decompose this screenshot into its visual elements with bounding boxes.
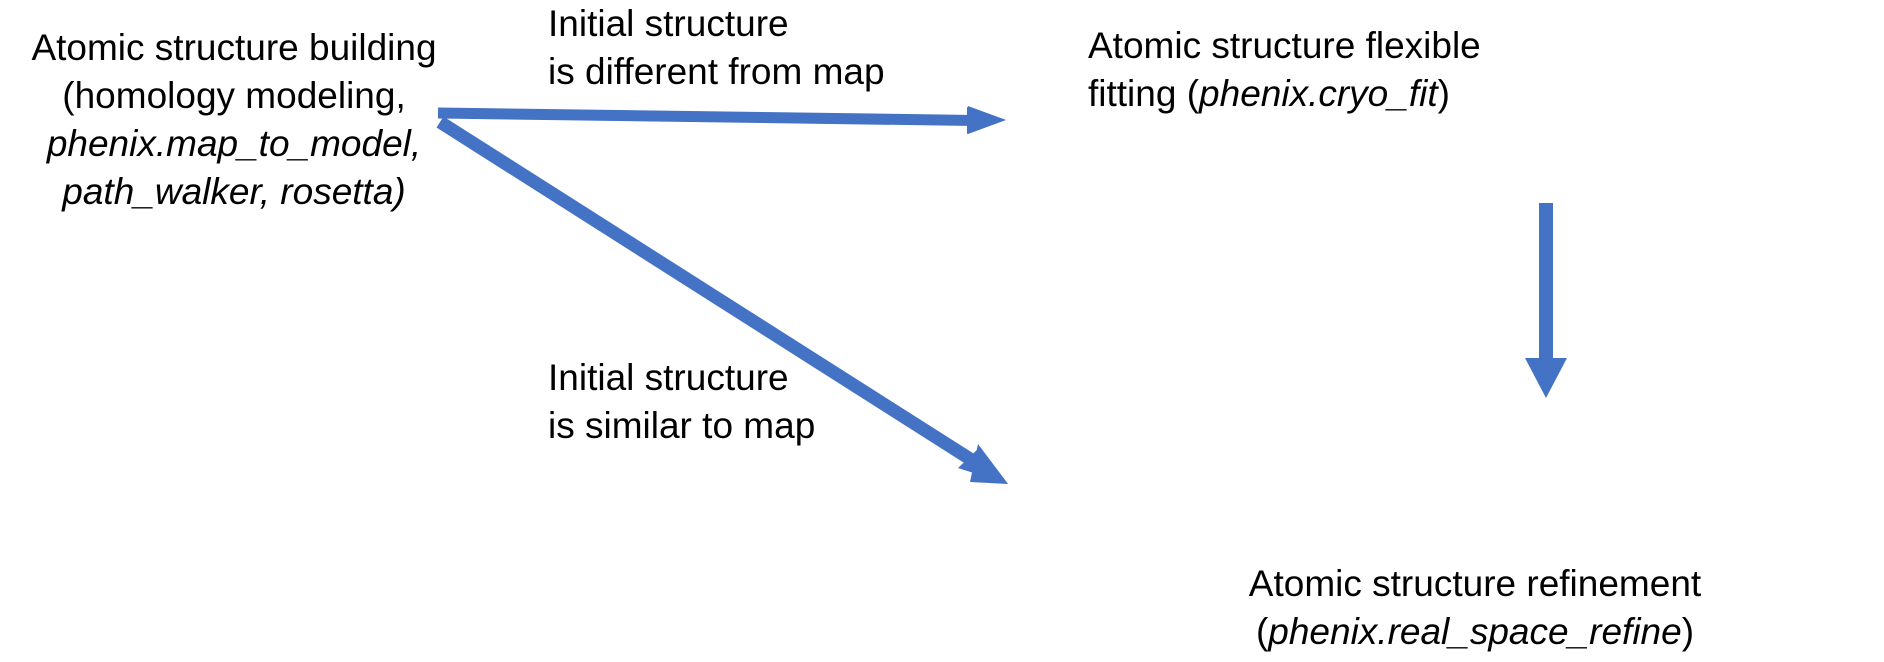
edge-label-similar-line-1: Initial structure	[548, 357, 789, 398]
node-flexible-fitting-tool: phenix.cryo_fit	[1199, 73, 1438, 115]
edge-label-initial-structure-similar: Initial structure is similar to map	[548, 354, 928, 450]
node-refinement-line-2: (phenix.real_space_refine)	[1070, 608, 1880, 656]
node-atomic-structure-flexible-fitting: Atomic structure flexible fitting (pheni…	[1088, 22, 1558, 118]
node-refinement-prefix: (	[1255, 611, 1269, 653]
node-flexible-fitting-line-2: fitting (phenix.cryo_fit)	[1088, 70, 1558, 118]
node-flexible-fitting-prefix: fitting (	[1088, 73, 1200, 115]
node-atomic-structure-refinement: Atomic structure refinement (phenix.real…	[1070, 560, 1880, 656]
node-building-line-4-italic: path_walker, rosetta)	[62, 171, 406, 213]
node-building-line-1: Atomic structure building	[31, 27, 437, 68]
node-refinement-line-1: Atomic structure refinement	[1248, 563, 1702, 604]
node-building-line-3: phenix.map_to_model,	[46, 123, 422, 165]
node-building-line-2: (homology modeling,	[62, 75, 406, 117]
edge-label-similar-line-2: is similar to map	[548, 405, 816, 447]
node-refinement-suffix: )	[1681, 611, 1695, 653]
edge-label-different-line-1: Initial structure	[548, 3, 789, 44]
arrow-flexible-fitting-to-refinement	[1525, 203, 1567, 398]
node-flexible-fitting-line-1: Atomic structure flexible	[1088, 25, 1481, 66]
edge-label-different-line-2: is different from map	[548, 51, 885, 93]
node-refinement-tool: phenix.real_space_refine	[1268, 611, 1682, 653]
node-building-line-4: path_walker, rosetta)	[8, 168, 460, 216]
edge-label-initial-structure-different: Initial structure is different from map	[548, 0, 948, 96]
arrow-building-to-flexible-fitting	[437, 106, 1006, 134]
node-flexible-fitting-suffix: )	[1437, 73, 1450, 115]
node-atomic-structure-building: Atomic structure building (homology mode…	[8, 24, 460, 216]
